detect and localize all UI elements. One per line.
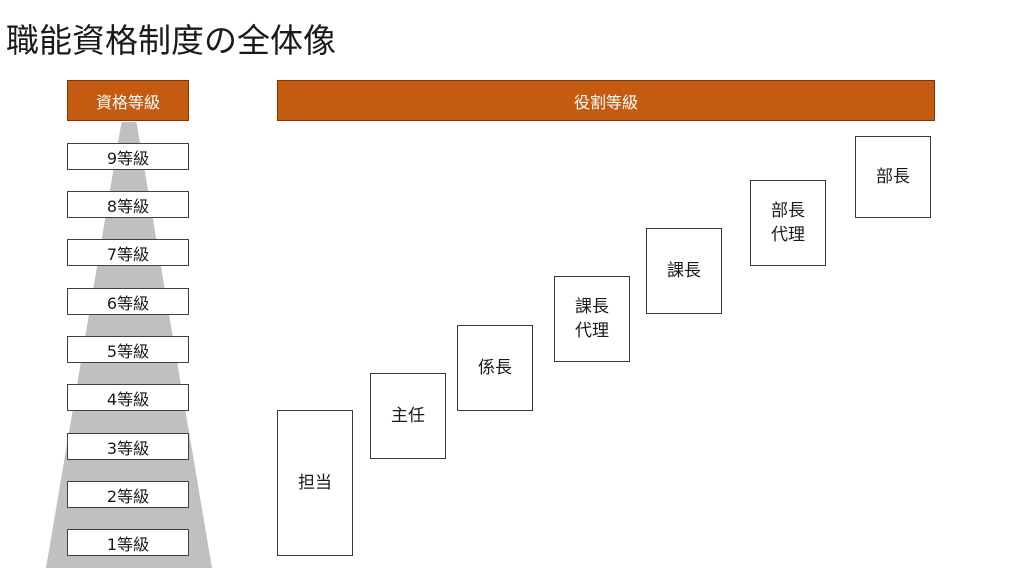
grade-header: 資格等級 (67, 80, 189, 121)
grade-box-3: 3等級 (67, 433, 189, 460)
grade-box-2: 2等級 (67, 481, 189, 508)
role-box-kacho-dairi: 課長 代理 (554, 276, 630, 362)
role-box-shunin: 主任 (370, 373, 446, 459)
grade-box-7: 7等級 (67, 239, 189, 266)
role-box-kacho: 課長 (646, 228, 722, 314)
grade-box-1: 1等級 (67, 529, 189, 556)
role-box-tanto: 担当 (277, 410, 353, 556)
grade-box-9: 9等級 (67, 143, 189, 170)
grade-box-4: 4等級 (67, 384, 189, 411)
role-box-kakaricho: 係長 (457, 325, 533, 411)
grade-box-6: 6等級 (67, 288, 189, 315)
grade-box-5: 5等級 (67, 336, 189, 363)
grade-box-8: 8等級 (67, 191, 189, 218)
role-header: 役割等級 (277, 80, 935, 121)
role-box-bucho-dairi: 部長 代理 (750, 180, 826, 266)
role-box-bucho: 部長 (855, 136, 931, 218)
page-title: 職能資格制度の全体像 (6, 21, 336, 60)
